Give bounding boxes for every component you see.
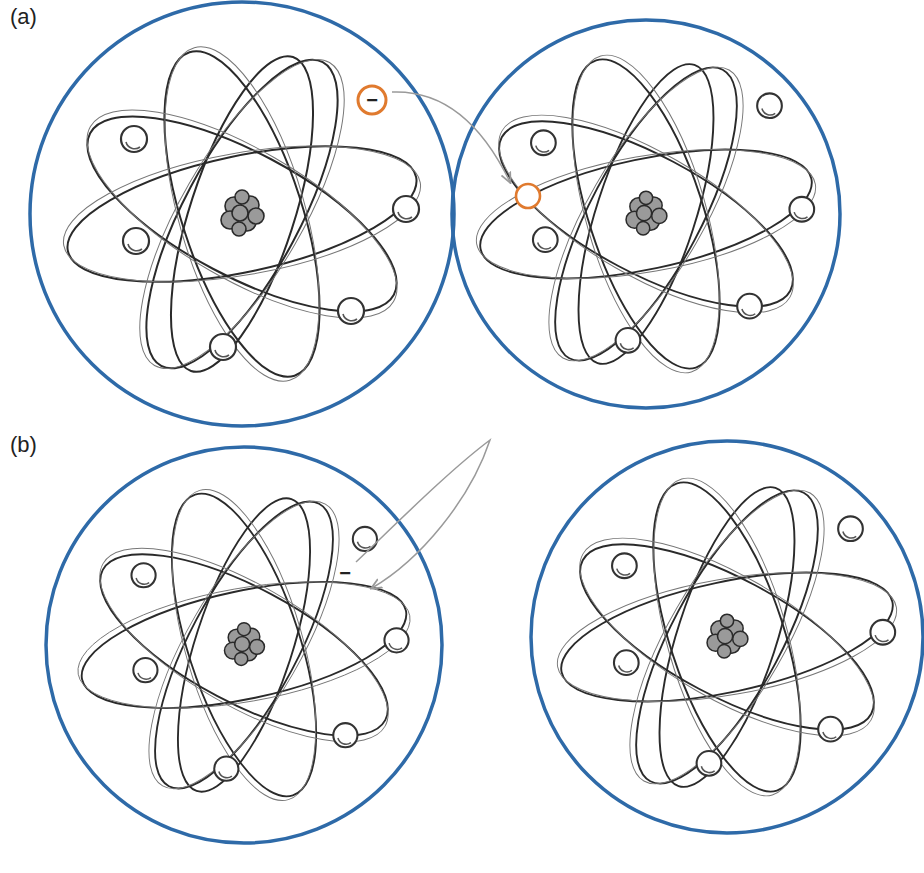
electron-charge: −: [366, 90, 378, 110]
electron-charge: −: [339, 563, 351, 583]
panel-label: (a): [10, 6, 37, 28]
panel-label: (b): [10, 434, 37, 456]
